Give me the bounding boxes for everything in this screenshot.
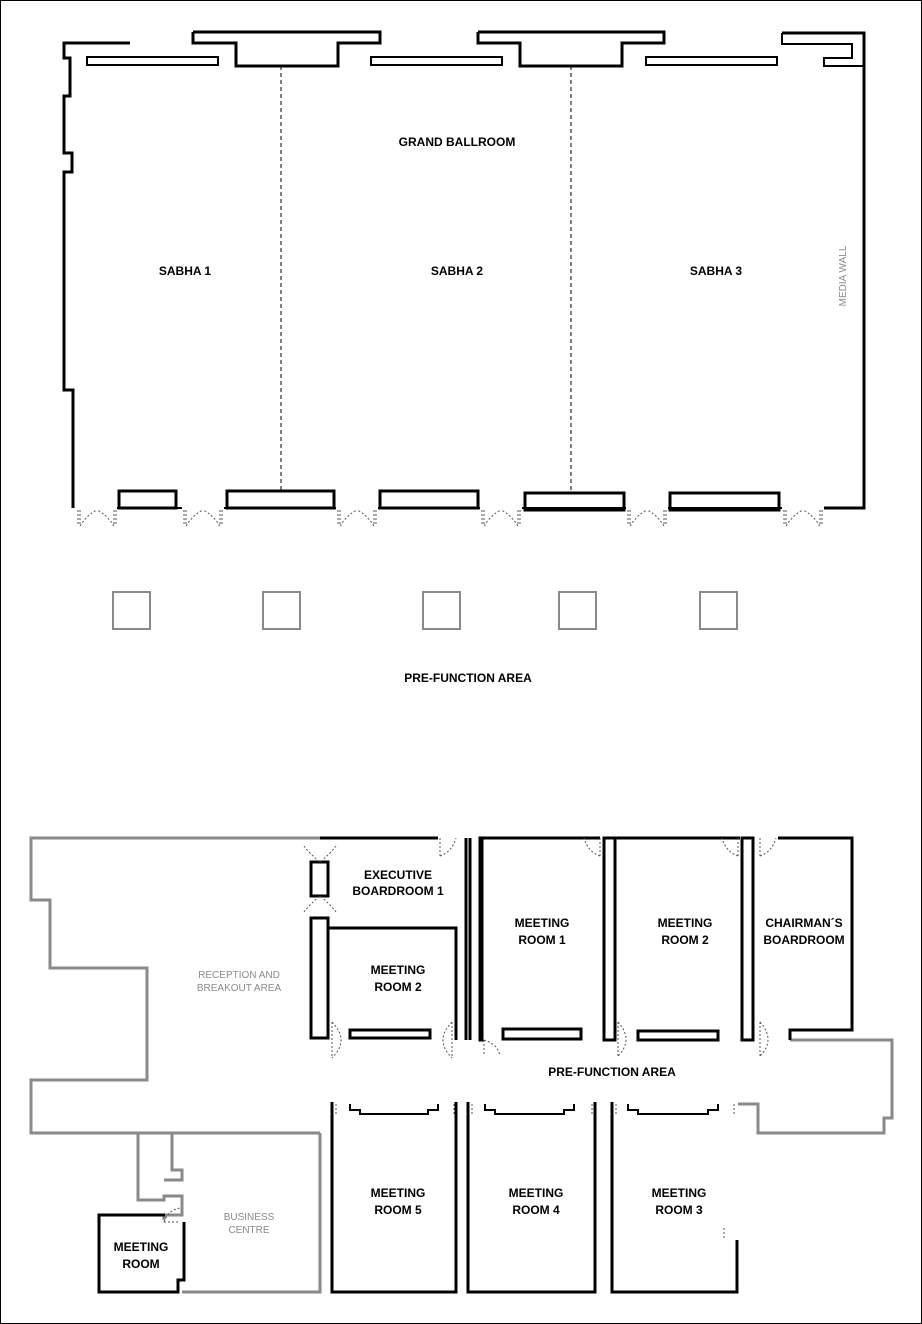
meeting-room-3-counter [627, 1104, 719, 1115]
ballroom-top-bar-3 [645, 56, 778, 66]
service-corridor [136, 1133, 184, 1220]
meeting-room-2b-doors [617, 837, 739, 1057]
meeting-room-5-doors [335, 1104, 455, 1116]
meeting-room-4-counter [484, 1104, 575, 1115]
label-meeting-room-5-1: MEETING [371, 1186, 426, 1200]
label-reception-2: BREAKOUT AREA [197, 983, 282, 994]
label-meeting-room-1-1: MEETING [515, 916, 570, 930]
label-chairman-2: BOARDROOM [763, 933, 844, 947]
grand-ballroom-plan: GRAND BALLROOM SABHA 1 SABHA 2 SABHA 3 M… [62, 30, 866, 527]
reception-outline [29, 836, 320, 1135]
ballroom-outer-wall-right-inner [781, 33, 864, 67]
column-4 [558, 591, 597, 630]
small-meeting-room-wall [97, 1213, 186, 1294]
ballroom-top-bar-2 [370, 56, 503, 66]
label-meeting-room-5-2: ROOM 5 [374, 1203, 422, 1217]
label-meeting-room-2a-1: MEETING [371, 963, 426, 977]
meeting-room-4-doors [471, 1104, 593, 1116]
label-meeting-room-3-2: ROOM 3 [655, 1203, 703, 1217]
label-meeting-room-4-1: MEETING [509, 1186, 564, 1200]
label-meeting-room-small-1: MEETING [114, 1240, 169, 1254]
label-meeting-room-2b-2: ROOM 2 [661, 933, 709, 947]
prefunction-columns [112, 591, 738, 630]
column-3 [422, 591, 461, 630]
meeting-room-1-left [478, 836, 484, 1042]
meeting-room-5-counter [349, 1104, 439, 1115]
chairman-doors [759, 837, 777, 1057]
meeting-room-2a-counter [348, 1028, 432, 1040]
label-meeting-room-2a-2: ROOM 2 [374, 980, 422, 994]
label-executive-1: EXECUTIVE [364, 868, 432, 882]
label-media-wall: MEDIA WALL [838, 245, 849, 306]
label-meeting-room-small-2: ROOM [122, 1257, 159, 1271]
prefunction-right-outline [738, 1038, 894, 1135]
ballroom-doors [77, 509, 823, 527]
label-chairman-1: CHAIRMAN´S [765, 916, 842, 930]
label-sabha-1: SABHA 1 [159, 264, 212, 278]
ballroom-bottom-wall [117, 489, 782, 512]
service-corridor-2 [164, 1133, 184, 1182]
meeting-room-5-wall [330, 1102, 458, 1294]
meeting-room-1-doors [483, 837, 601, 1057]
label-prefunction-top: PRE-FUNCTION AREA [404, 671, 532, 685]
executive-door-top [439, 837, 457, 857]
meeting-room-2a-wall [328, 926, 458, 1040]
meeting-room-2a-doors [331, 1021, 453, 1059]
label-sabha-3: SABHA 3 [690, 264, 743, 278]
ballroom-top-recess-1 [191, 30, 382, 68]
meeting-room-2a-left-column [309, 916, 330, 1040]
meeting-room-3-doors [615, 1104, 735, 1240]
label-meeting-room-3-1: MEETING [652, 1186, 707, 1200]
meeting-room-4-wall [466, 1102, 597, 1294]
label-business-1: BUSINESS [224, 1212, 275, 1223]
label-meeting-room-2b-1: MEETING [658, 916, 713, 930]
meeting-room-2b-right-column [740, 836, 755, 1042]
label-business-2: CENTRE [228, 1225, 269, 1236]
meeting-room-2b-counter [636, 1029, 720, 1042]
small-meeting-room-door [163, 1207, 181, 1223]
meeting-floor-plan: EXECUTIVE BOARDROOM 1 MEETING ROOM 2 MEE… [29, 836, 894, 1294]
meeting-room-3-wall [610, 1102, 739, 1294]
ballroom-top-bar-1 [86, 56, 219, 66]
label-sabha-2: SABHA 2 [431, 264, 484, 278]
label-reception-1: RECEPTION AND [198, 970, 280, 981]
meeting-room-1-right-column [602, 836, 617, 1042]
ballroom-outer-wall-left [62, 41, 130, 508]
executive-column [309, 860, 330, 898]
column-2 [262, 591, 301, 630]
business-centre-outline [182, 1133, 322, 1294]
label-meeting-room-1-2: ROOM 1 [518, 933, 566, 947]
column-1 [112, 591, 151, 630]
column-5 [699, 591, 738, 630]
ballroom-outer-wall-right [782, 31, 866, 510]
chairman-boardroom-wall [778, 836, 854, 1040]
label-prefunction-bottom: PRE-FUNCTION AREA [548, 1065, 676, 1079]
executive-door [303, 845, 337, 913]
ballroom-top-recess-2 [476, 30, 666, 68]
label-grand-ballroom: GRAND BALLROOM [399, 135, 516, 149]
meeting-room-1-counter [501, 1027, 583, 1041]
label-executive-2: BOARDROOM 1 [352, 884, 444, 898]
label-meeting-room-4-2: ROOM 4 [512, 1203, 560, 1217]
